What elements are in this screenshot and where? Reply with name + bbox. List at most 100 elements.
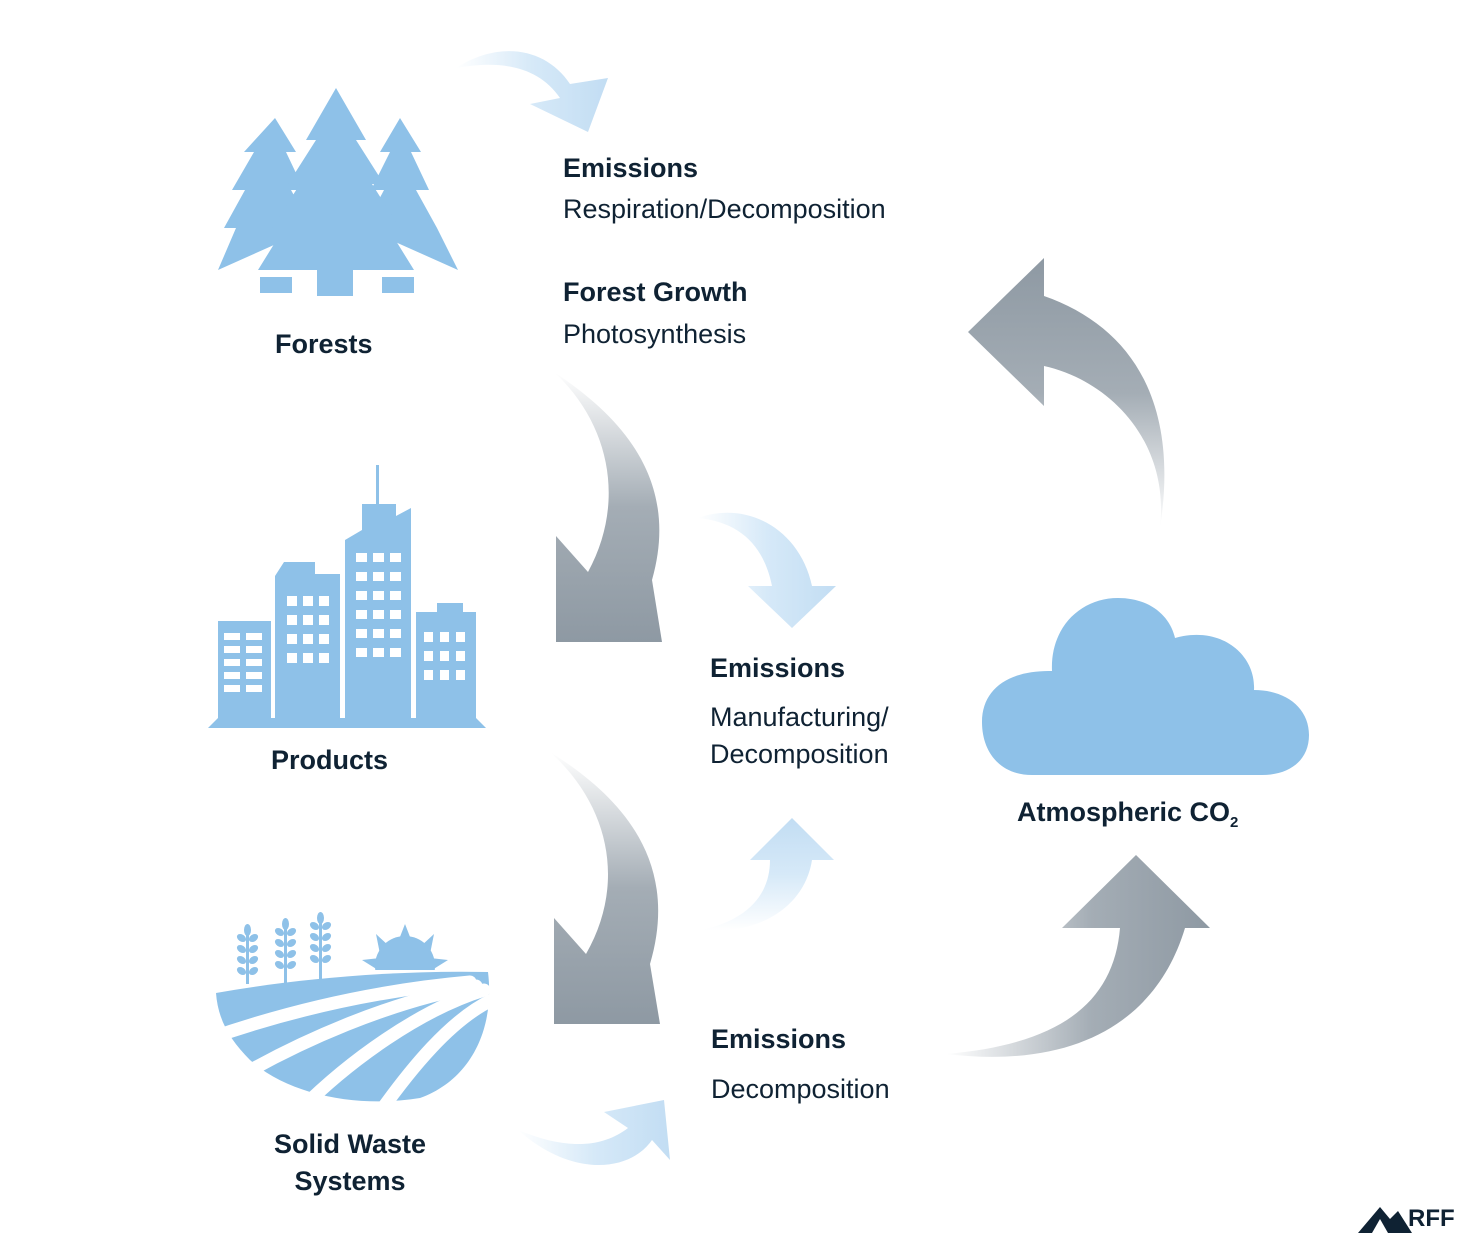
building-window (287, 634, 297, 644)
building-window (356, 648, 367, 657)
wheat-grain (321, 932, 332, 942)
wheat-grain (286, 927, 297, 937)
wheat-grain (248, 966, 259, 976)
building-window (390, 629, 401, 638)
solid-waste-label-line-1: Solid Waste (273, 1129, 427, 1159)
building-window (356, 629, 367, 638)
forest-emissions-detail: Respiration/Decomposition (563, 194, 886, 224)
product-emissions-detail-line-1: Manufacturing/ (710, 702, 889, 732)
wheat-tip (244, 924, 251, 936)
building-window (246, 672, 262, 679)
wheat-grain (274, 960, 285, 970)
building-window (356, 572, 367, 581)
building-window (373, 648, 384, 657)
building-window (356, 553, 367, 562)
forest-emissions-arrow (456, 51, 608, 132)
building-window (319, 634, 329, 644)
building-window (224, 685, 240, 692)
co2-subscript: 2 (1230, 814, 1239, 831)
building-window (303, 634, 313, 644)
products-emissions-arrow (698, 512, 836, 628)
wheat-grain (309, 932, 320, 942)
waste-emissions-title: Emissions (711, 1024, 847, 1054)
building-window (440, 651, 449, 661)
building-window (224, 672, 240, 679)
solid-waste-label-line-2: Systems (294, 1166, 406, 1197)
building-window (373, 553, 384, 562)
building-window (287, 615, 297, 625)
building-window (373, 629, 384, 638)
wheat-grain (309, 943, 320, 953)
building-window (319, 596, 329, 606)
building-window (303, 653, 313, 663)
wheat-grain (248, 955, 259, 965)
solid-waste-label: Solid Waste Systems (230, 1126, 470, 1201)
wheat-grain (248, 944, 259, 954)
forest-to-products-arrow (554, 372, 662, 642)
building-window (390, 648, 401, 657)
products-label: Products (271, 745, 389, 775)
wheat-grain (321, 954, 332, 964)
products-to-waste-arrow (550, 752, 660, 1024)
atmospheric-co2-label: Atmospheric CO2 (1017, 794, 1238, 831)
cloud-icon (982, 598, 1309, 775)
building-window (246, 633, 262, 640)
building-window (424, 632, 433, 642)
forest-growth-detail: Photosynthesis (563, 319, 747, 349)
rff-logo-icon (1358, 1207, 1412, 1233)
building-window (456, 651, 465, 661)
building-window (440, 632, 449, 642)
building-window (373, 572, 384, 581)
building-window (224, 659, 240, 666)
building-window (440, 670, 449, 680)
waste-emissions-detail: Decomposition (711, 1074, 890, 1104)
product-emissions-detail: Manufacturing/ Decomposition (710, 699, 889, 774)
wheat-grain (286, 960, 297, 970)
wheat-grain (248, 933, 259, 943)
wheat-grain (274, 938, 285, 948)
wheat-grain (274, 949, 285, 959)
wheat-grain (236, 933, 247, 943)
waste-to-atmosphere-arrow (946, 855, 1210, 1057)
building-window (373, 591, 384, 600)
building-window (287, 653, 297, 663)
city-buildings-icon (208, 465, 486, 728)
building-window (390, 610, 401, 619)
building-window (224, 646, 240, 653)
building-window (246, 659, 262, 666)
building-window (319, 653, 329, 663)
farm-field-icon (198, 912, 499, 1119)
wheat-grain (286, 949, 297, 959)
building-window (390, 553, 401, 562)
wheat-grain (321, 943, 332, 953)
wheat-grain (236, 944, 247, 954)
wheat-grain (286, 938, 297, 948)
building-window (390, 591, 401, 600)
forest-trees-icon (218, 88, 458, 296)
forest-growth-title: Forest Growth (563, 277, 748, 307)
building-window (303, 615, 313, 625)
product-emissions-detail-line-2: Decomposition (710, 739, 889, 770)
wheat-grain (236, 955, 247, 965)
building-window (246, 685, 262, 692)
building-window (424, 670, 433, 680)
building-window (456, 670, 465, 680)
waste-emissions-arrow (518, 1100, 670, 1166)
rff-logo-text: RFF (1408, 1205, 1455, 1232)
wheat-grain (236, 966, 247, 976)
forests-label: Forests (275, 329, 373, 359)
building-window (373, 610, 384, 619)
wheat-grain (309, 921, 320, 931)
building-window (356, 591, 367, 600)
forest-emissions-title: Emissions (563, 153, 699, 183)
building-window (356, 610, 367, 619)
atmospheric-co2-text: Atmospheric CO (1017, 797, 1231, 827)
atmosphere-to-forest-arrow (968, 258, 1165, 528)
wheat-tip (317, 912, 324, 924)
wheat-grain (309, 954, 320, 964)
building-window (246, 646, 262, 653)
building-window (319, 615, 329, 625)
building-window (424, 651, 433, 661)
